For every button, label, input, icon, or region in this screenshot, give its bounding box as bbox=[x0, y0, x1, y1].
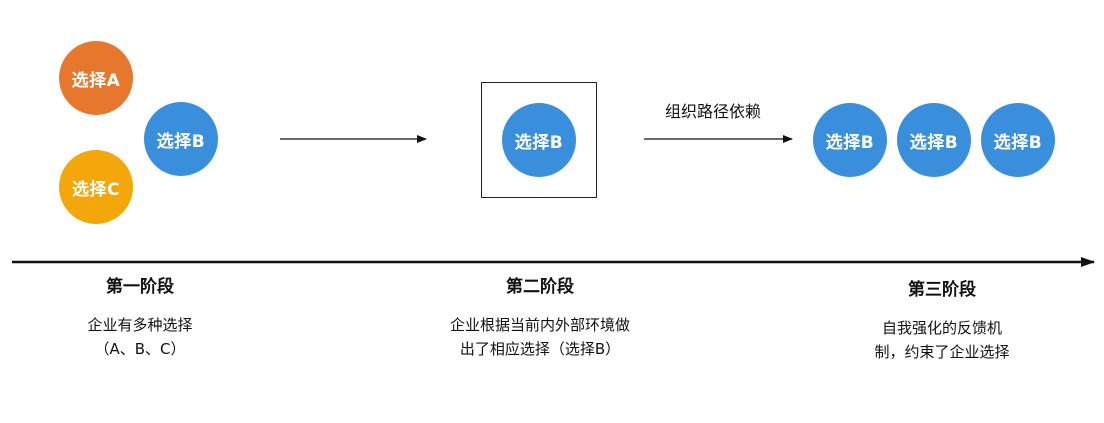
choice-b-circle: 选择B bbox=[144, 102, 218, 176]
stage3-choice-b-circle-1: 选择B bbox=[813, 103, 887, 177]
stage1-description-line1: 企业有多种选择 bbox=[87, 316, 193, 334]
stage2-description-line2: 出了相应选择（选择B） bbox=[459, 340, 621, 358]
stage2-selection-box bbox=[481, 82, 597, 198]
stage3-choice-b-circle-3: 选择B bbox=[981, 103, 1055, 177]
path-dependence-label: 组织路径依赖 bbox=[664, 102, 761, 121]
stage2-description-line1: 企业根据当前内外部环境做 bbox=[449, 316, 630, 334]
stage2-choice-b-circle: 选择B bbox=[502, 103, 576, 177]
stage3-choice-b-circle-2: 选择B bbox=[897, 103, 971, 177]
stage3-description-line1: 自我强化的反馈机 bbox=[881, 319, 1002, 337]
stage3-description: 自我强化的反馈机 制，约束了企业选择 bbox=[842, 316, 1042, 364]
choice-a-circle: 选择A bbox=[59, 41, 133, 115]
choice-c-circle: 选择C bbox=[59, 150, 133, 224]
stage2-description: 企业根据当前内外部环境做 出了相应选择（选择B） bbox=[420, 313, 660, 361]
stage1-description: 企业有多种选择 （A、B、C） bbox=[40, 313, 240, 361]
stage1-description-line2: （A、B、C） bbox=[94, 340, 186, 358]
stage3-title: 第三阶段 bbox=[908, 280, 976, 300]
stage1-title: 第一阶段 bbox=[106, 277, 174, 297]
stage3-description-line2: 制，约束了企业选择 bbox=[874, 343, 1010, 361]
stage2-title: 第二阶段 bbox=[506, 277, 574, 297]
